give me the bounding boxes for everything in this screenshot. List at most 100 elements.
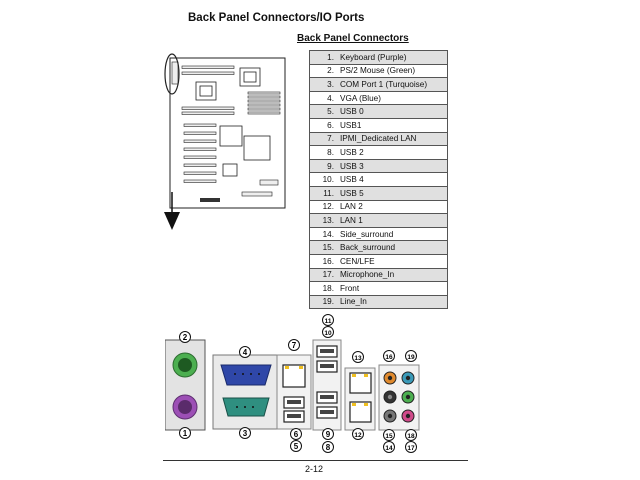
connector-number: 4.: [309, 90, 337, 106]
table-row: 16.CEN/LFE: [309, 253, 448, 269]
callout-circle: [405, 441, 417, 453]
callout-number: 13: [354, 355, 362, 362]
table-row: 7.IPMI_Dedicated LAN: [309, 131, 448, 147]
table-row: 4.VGA (Blue): [309, 90, 448, 106]
callout-circle: [405, 429, 417, 441]
table-row: 2.PS/2 Mouse (Green): [309, 63, 448, 79]
connector-number: 17.: [309, 267, 337, 283]
callout-circle: [239, 427, 251, 439]
callout-number: 4: [243, 348, 248, 357]
page-number: 2-12: [305, 464, 324, 474]
lan2-port: [349, 401, 372, 423]
table-row: 12.LAN 2: [309, 199, 448, 215]
table-row: 3.COM Port 1 (Turquoise): [309, 77, 448, 92]
callout-number: 7: [292, 341, 297, 350]
connector-number: 10.: [309, 172, 337, 187]
callout-circle: [405, 350, 417, 362]
page-title: Back Panel Connectors/IO Ports: [188, 12, 365, 24]
arrow-down-icon: [164, 212, 180, 230]
connector-label: Microphone_In: [337, 267, 448, 283]
connector-number: 5.: [309, 104, 337, 119]
connector-label: LAN 2: [337, 199, 448, 215]
table-row: 5.USB 0: [309, 104, 448, 119]
callout-circle: [239, 346, 251, 358]
callout-number: 2: [183, 333, 188, 342]
callout-circle: [352, 351, 364, 363]
connector-label: IPMI_Dedicated LAN: [337, 131, 448, 147]
table-row: 15.Back_surround: [309, 240, 448, 255]
callout-number: 1: [183, 429, 188, 438]
table-row: 19.Line_In: [309, 294, 448, 310]
vga-port: [220, 364, 272, 386]
table-row: 13.LAN 1: [309, 213, 448, 228]
motherboard-diagram: [164, 53, 286, 230]
usb1-port: [283, 410, 305, 423]
callout-number: 19: [407, 354, 415, 361]
connector-number: 1.: [309, 50, 337, 65]
callout-circle: [322, 314, 334, 326]
callout-number: 16: [385, 354, 393, 361]
footer-rule: [163, 460, 468, 461]
callout-circle: [179, 427, 191, 439]
table-row: 11.USB 5: [309, 185, 448, 201]
connector-number: 18.: [309, 281, 337, 296]
table-row: 9.USB 3: [309, 158, 448, 174]
connector-label: Side_surround: [337, 226, 448, 242]
callout-circle: [288, 339, 300, 351]
connector-label: USB 0: [337, 104, 448, 119]
connectors-table: 1.Keyboard (Purple)2.PS/2 Mouse (Green)3…: [309, 50, 448, 310]
connector-label: USB 4: [337, 172, 448, 187]
callout-number: 14: [385, 445, 393, 452]
callout-number: 10: [324, 330, 332, 337]
table-row: 10.USB 4: [309, 172, 448, 187]
connector-number: 7.: [309, 131, 337, 147]
callout-number: 18: [407, 433, 415, 440]
chipset: [219, 125, 243, 147]
connector-label: Line_In: [337, 294, 448, 310]
connector-number: 13.: [309, 213, 337, 228]
connector-number: 2.: [309, 63, 337, 79]
callout-circle: [290, 428, 302, 440]
callout-number: 12: [354, 432, 362, 439]
callout-number: 5: [294, 442, 299, 451]
connector-number: 9.: [309, 158, 337, 174]
connector-label: CEN/LFE: [337, 253, 448, 269]
ipmi-lan-port: [282, 364, 306, 388]
callout-number: 8: [326, 443, 331, 452]
io-panel-highlight: [164, 53, 180, 95]
connector-number: 3.: [309, 77, 337, 92]
callout-number: 11: [325, 318, 332, 325]
callout-number: 6: [294, 430, 299, 439]
callout-circle: [179, 331, 191, 343]
callout-number: 15: [385, 433, 393, 440]
callout-number: 3: [243, 429, 248, 438]
connector-label: USB 2: [337, 145, 448, 160]
table-title: Back Panel Connectors: [297, 33, 409, 44]
connector-label: Back_surround: [337, 240, 448, 255]
table-row: 6.USB1: [309, 117, 448, 133]
connector-label: COM Port 1 (Turquoise): [337, 77, 448, 92]
connector-label: Front: [337, 281, 448, 296]
callout-number: 9: [326, 430, 331, 439]
connector-label: VGA (Blue): [337, 90, 448, 106]
usb0-port: [283, 396, 305, 409]
connector-label: USB1: [337, 117, 448, 133]
connector-label: USB 5: [337, 185, 448, 201]
callout-circle: [322, 441, 334, 453]
lan1-port: [349, 372, 372, 394]
connector-number: 8.: [309, 145, 337, 160]
callout-circle: [352, 428, 364, 440]
connector-number: 12.: [309, 199, 337, 215]
callout-number: 17: [407, 445, 415, 452]
callout-circle: [383, 429, 395, 441]
connector-label: PS/2 Mouse (Green): [337, 63, 448, 79]
connector-label: USB 3: [337, 158, 448, 174]
callout-circle: [322, 428, 334, 440]
table-row: 1.Keyboard (Purple): [309, 50, 448, 65]
table-row: 17.Microphone_In: [309, 267, 448, 283]
connector-number: 16.: [309, 253, 337, 269]
table-row: 8.USB 2: [309, 145, 448, 160]
table-row: 18.Front: [309, 281, 448, 296]
callout-circle: [322, 326, 334, 338]
